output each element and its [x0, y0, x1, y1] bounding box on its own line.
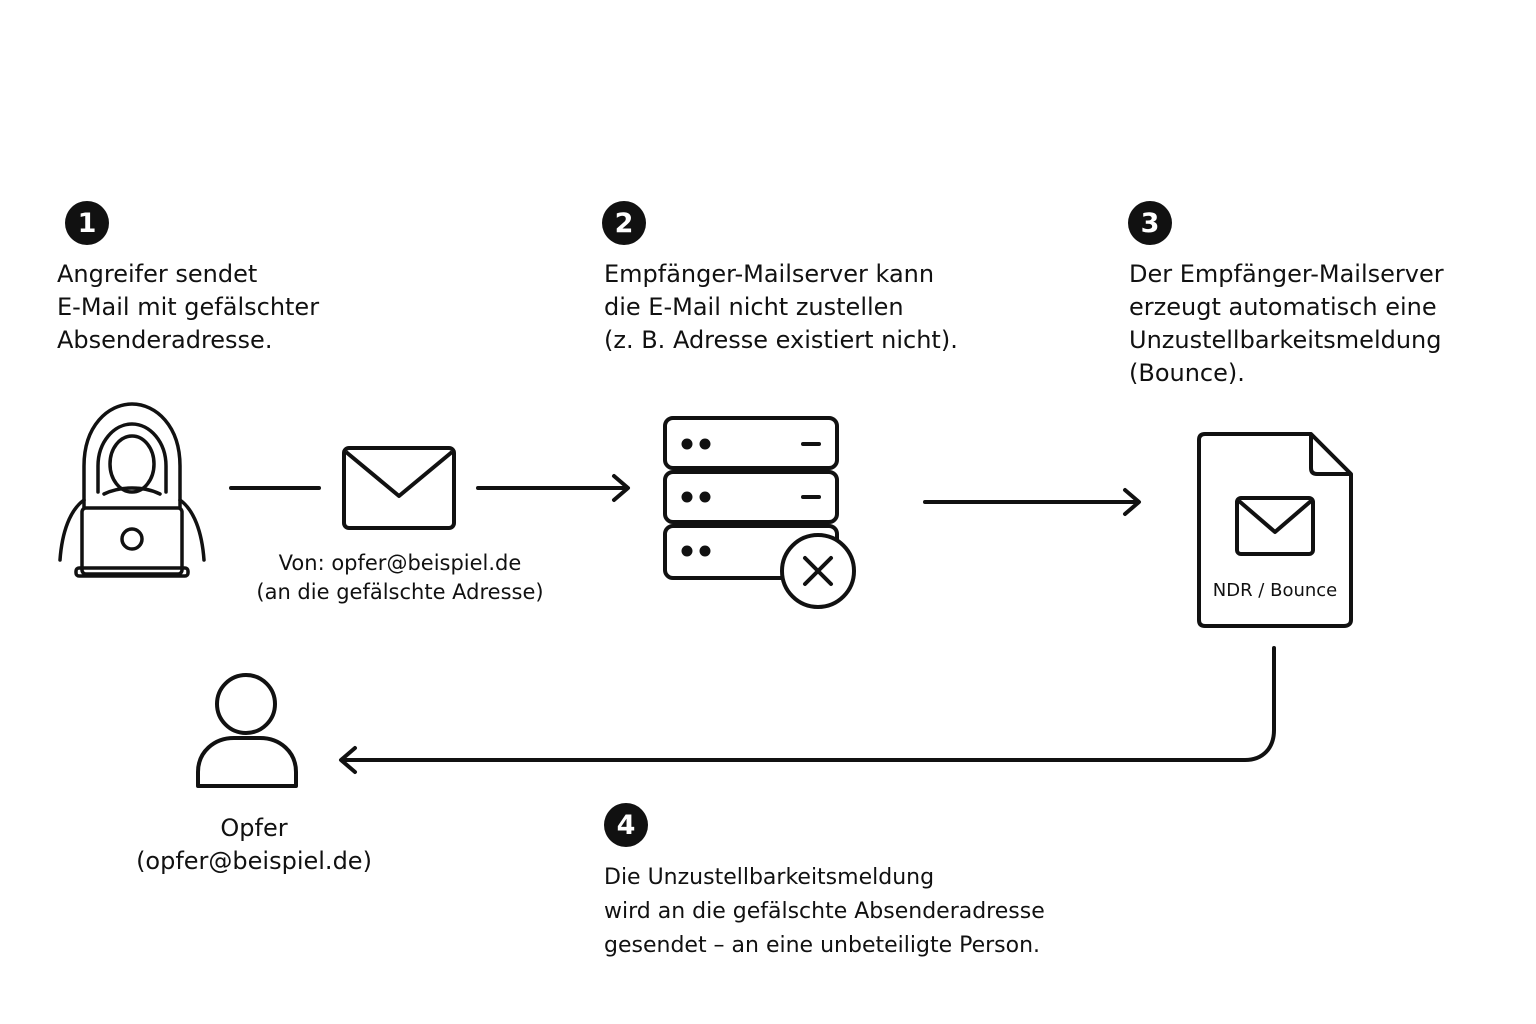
step-4-line-2: wird an die gefälschte Absenderadresse: [604, 899, 1045, 924]
victim-title: Opfer: [220, 814, 288, 842]
envelope-icon: [342, 446, 456, 530]
connector-line: [229, 480, 323, 496]
step-1-text: Angreifer sendet E-Mail mit gefälschter …: [57, 258, 319, 357]
arrow-to-server: [476, 472, 634, 504]
step-3-line-2: erzeugt automatisch eine: [1129, 293, 1437, 321]
step-4-badge: 4: [604, 803, 648, 847]
step-2-line-2: die E-Mail nicht zustellen: [604, 293, 904, 321]
step-2-badge: 2: [602, 201, 646, 245]
step-3-badge: 3: [1128, 201, 1172, 245]
bounce-document-icon: [1197, 432, 1353, 628]
step-3-text: Der Empfänger-Mailserver erzeugt automat…: [1129, 258, 1444, 390]
email-caption-from: Von: opfer@beispiel.de: [278, 551, 522, 575]
person-icon: [196, 672, 298, 790]
step-1-line-2: E-Mail mit gefälschter: [57, 293, 320, 321]
step-1-line-3: Absenderadresse.: [57, 326, 273, 354]
email-caption: Von: opfer@beispiel.de (an die gefälscht…: [230, 549, 570, 607]
step-1-line-1: Angreifer sendet: [57, 260, 258, 288]
hooded-attacker-icon: [56, 400, 208, 580]
ndr-bounce-label: NDR / Bounce: [1212, 580, 1338, 601]
step-3-line-3: Unzustellbarkeitsmeldung: [1129, 326, 1442, 354]
step-4-line-1: Die Unzustellbarkeitsmeldung: [604, 865, 935, 890]
step-2-text: Empfänger-Mailserver kann die E-Mail nic…: [604, 258, 958, 357]
email-caption-note: (an die gefälschte Adresse): [256, 580, 544, 604]
victim-caption: Opfer (opfer@beispiel.de): [104, 812, 404, 878]
step-4-line-3: gesendet – an eine unbeteiligte Person.: [604, 933, 1041, 958]
x-circle-icon: [779, 532, 857, 610]
victim-address: (opfer@beispiel.de): [136, 847, 372, 875]
arrow-to-bounce: [923, 486, 1145, 518]
step-1-badge: 1: [65, 201, 109, 245]
step-3-line-1: Der Empfänger-Mailserver: [1129, 260, 1444, 288]
return-arrow: [335, 646, 1279, 778]
step-2-line-3: (z. B. Adresse existiert nicht).: [604, 326, 958, 354]
step-2-line-1: Empfänger-Mailserver kann: [604, 260, 935, 288]
step-4-text: Die Unzustellbarkeitsmeldung wird an die…: [604, 861, 1045, 963]
step-3-line-4: (Bounce).: [1129, 359, 1245, 387]
